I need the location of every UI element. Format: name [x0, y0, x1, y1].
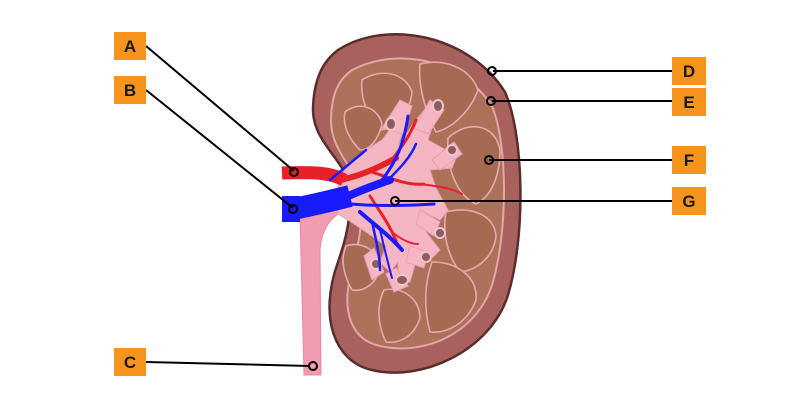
renal-papillae	[370, 99, 458, 286]
papilla-1	[385, 117, 397, 131]
label-e: E	[672, 88, 706, 116]
calyx-5	[405, 245, 429, 269]
label-c: C	[114, 348, 146, 376]
label-text-f: F	[684, 151, 694, 170]
leader-line-a	[145, 45, 295, 172]
label-text-e: E	[683, 93, 694, 112]
label-text-d: D	[683, 62, 695, 81]
marker-f	[484, 155, 494, 165]
papilla-7	[395, 274, 409, 286]
label-f: F	[672, 146, 706, 174]
label-box-b	[114, 76, 146, 104]
leader-line-b	[145, 89, 294, 209]
label-box-c	[114, 348, 146, 376]
label-box-f	[672, 146, 706, 174]
marker-e	[486, 96, 496, 106]
papilla-2	[432, 99, 444, 113]
label-text-a: A	[124, 37, 136, 56]
label-box-e	[672, 88, 706, 116]
label-text-c: C	[124, 353, 136, 372]
marker-g	[390, 196, 400, 206]
pelvis-body	[337, 107, 457, 283]
pyramid-7	[378, 288, 421, 344]
calyx-4	[415, 209, 441, 237]
marker-c	[308, 361, 318, 371]
renal-vein	[282, 114, 436, 279]
papilla-4	[434, 227, 446, 239]
leader-line-c	[145, 361, 311, 367]
pyramid-5	[443, 209, 497, 273]
marker-b	[288, 204, 298, 214]
label-b: B	[114, 76, 146, 104]
renal-pelvis	[337, 99, 463, 293]
papilla-5	[420, 251, 432, 263]
papilla-3	[446, 144, 458, 156]
label-text-g: G	[682, 192, 695, 211]
pyramid-6	[424, 261, 477, 333]
label-d: D	[672, 57, 706, 85]
pyramid-4	[447, 125, 501, 205]
label-box-a	[114, 32, 146, 60]
leader-markers	[288, 66, 497, 371]
label-g: G	[672, 187, 706, 215]
label-box-g	[672, 187, 706, 215]
marker-a	[289, 167, 299, 177]
label-box-d	[672, 57, 706, 85]
marker-d	[487, 66, 497, 76]
leader-lines	[145, 45, 672, 367]
label-text-b: B	[124, 81, 136, 100]
pyramid-3	[343, 105, 383, 151]
label-a: A	[114, 32, 146, 60]
